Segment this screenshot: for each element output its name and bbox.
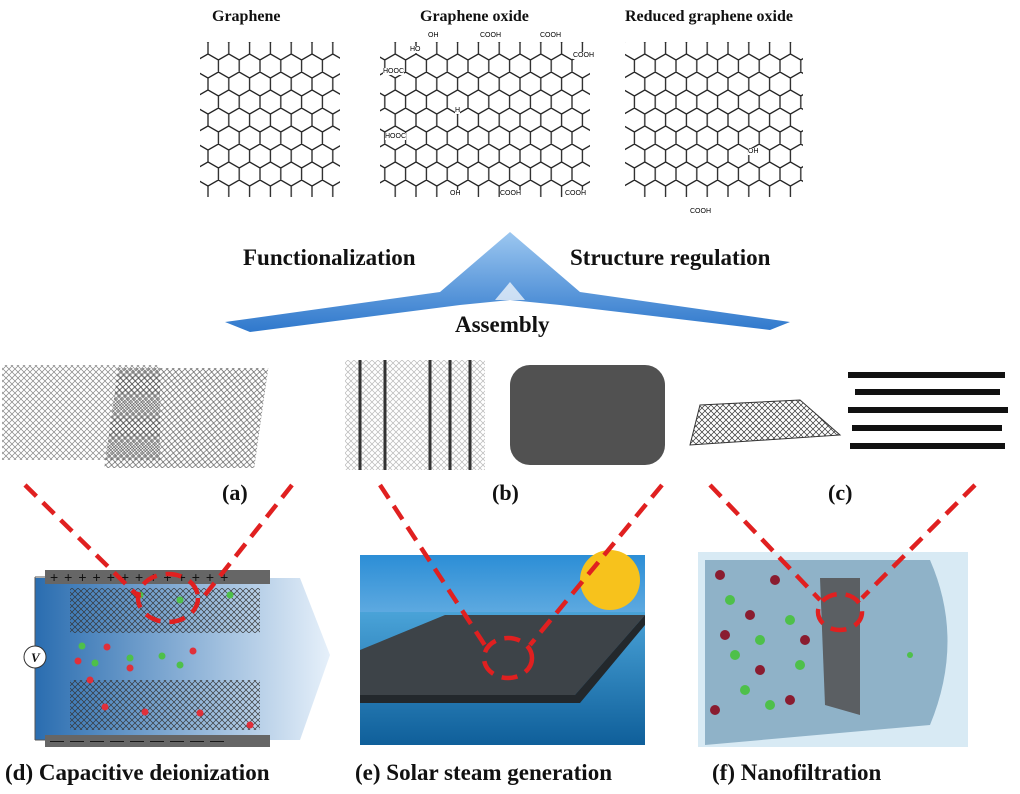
group-label: COOH xyxy=(565,190,586,197)
group-label: COOH xyxy=(573,52,594,59)
functionalization-label: Functionalization xyxy=(243,245,416,270)
group-label: HOOC xyxy=(383,68,404,75)
sun-icon xyxy=(580,550,640,610)
reduced-graphene-oxide-lattice xyxy=(625,42,803,197)
caption-capacitive-deionization: (d) Capacitive deionization xyxy=(5,760,270,785)
group-label: COOH xyxy=(690,208,711,215)
structure-regulation-label: Structure regulation xyxy=(570,245,771,270)
process-arrow xyxy=(225,232,790,332)
graphene-lattice xyxy=(200,42,340,197)
layered-graphene-membrane-image xyxy=(848,372,1008,449)
group-label: HOOC xyxy=(385,133,406,140)
group-label: COOH xyxy=(480,32,501,39)
magnification-guides xyxy=(23,483,977,681)
graphene-aerogel-image xyxy=(510,365,665,465)
graphene-title: Graphene xyxy=(212,8,281,25)
graphene-oxide-lattice xyxy=(380,42,590,197)
group-label: COOH xyxy=(540,32,561,39)
svg-text:+++++++++++++: +++++++++++++ xyxy=(50,569,234,585)
solar-steam-scene xyxy=(360,550,645,745)
single-graphene-sheet-image xyxy=(689,399,842,446)
group-label: OH xyxy=(450,190,461,197)
graphene-oxide-title: Graphene oxide xyxy=(420,8,529,25)
caption-nanofiltration: (f) Nanofiltration xyxy=(712,760,882,785)
group-label: HO xyxy=(410,46,421,53)
panel-label-a: (a) xyxy=(222,480,248,505)
assembly-label: Assembly xyxy=(455,312,550,337)
panel-label-b: (b) xyxy=(492,480,519,505)
voltage-source-icon xyxy=(23,645,47,669)
reduced-graphene-oxide-title: Reduced graphene oxide xyxy=(625,8,793,25)
group-label: COOH xyxy=(500,190,521,197)
group-label: H xyxy=(455,107,461,114)
svg-text:—————————: ————————— xyxy=(50,732,230,748)
nanofiltration-scene xyxy=(698,552,968,747)
vertical-aligned-graphene-image xyxy=(345,360,485,470)
arrow-peak-icon xyxy=(495,282,525,300)
porous-graphene-framework-image xyxy=(104,368,269,468)
capacitive-deionization-cell: +++++++++++++ ————————— xyxy=(34,569,330,748)
caption-solar-steam-generation: (e) Solar steam generation xyxy=(355,760,612,785)
voltage-label: V xyxy=(31,650,41,665)
group-label: OH xyxy=(748,148,759,155)
panel-label-c: (c) xyxy=(828,480,853,505)
group-label: OH xyxy=(428,32,439,39)
